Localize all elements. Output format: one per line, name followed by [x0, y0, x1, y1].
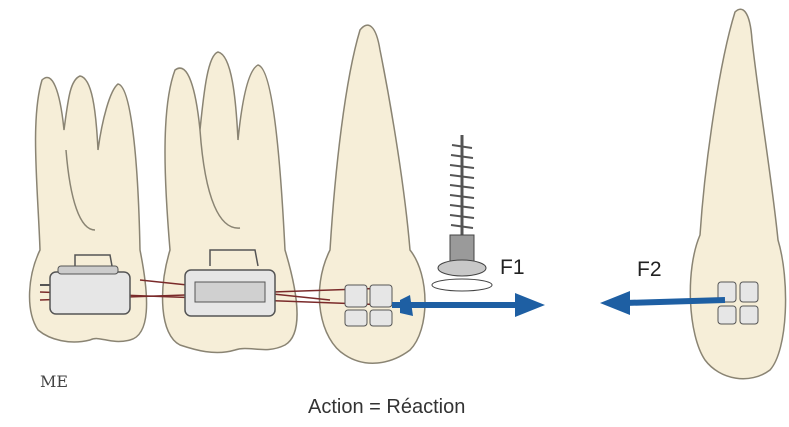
force-label-f2: F2 [637, 258, 662, 282]
anterior-tooth [690, 9, 785, 379]
mini-screw-implant [432, 135, 492, 291]
artist-signature: ME [40, 372, 68, 391]
force-label-f1: F1 [500, 256, 525, 280]
diagram-caption: Action = Réaction [308, 396, 465, 419]
